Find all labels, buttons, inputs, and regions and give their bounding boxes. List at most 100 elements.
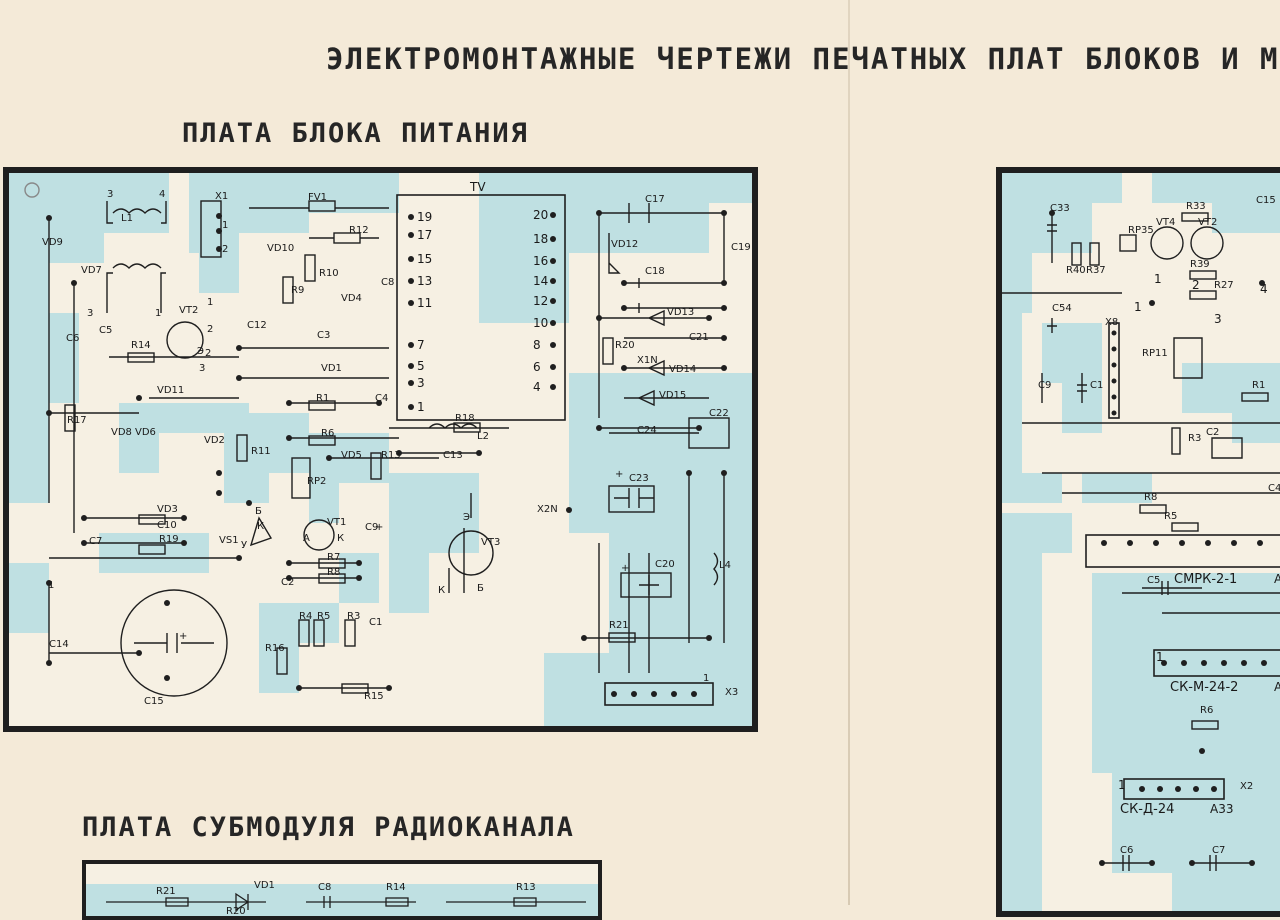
psu-marker-2: 1 — [222, 220, 228, 231]
psu-designator-25: R11 — [251, 446, 271, 457]
psu-designator-52: C17 — [645, 194, 665, 205]
psu-designator-40: R7 — [327, 552, 340, 563]
sk-d-connector — [1123, 778, 1225, 800]
psu-designator-55: C18 — [645, 266, 665, 277]
psu-marker-5: 2 — [207, 324, 213, 335]
module-designator-0: C33 — [1050, 203, 1070, 214]
psu-designator-5: VD10 — [267, 243, 294, 254]
module-designator-12: RP11 — [1142, 348, 1168, 359]
psu-designator-7: R10 — [319, 268, 339, 279]
psu-board-heading: ПЛАТА БЛОКА ПИТАНИЯ — [182, 118, 529, 149]
radio-designator-0: R21 — [156, 886, 176, 897]
x8-connector — [1108, 322, 1120, 419]
svg-text:3: 3 — [417, 376, 425, 390]
tv-transformer-outline — [396, 194, 566, 421]
psu-marker-12: К — [257, 521, 264, 532]
psu-designator-26: R6 — [321, 428, 334, 439]
module-pads — [1049, 210, 1267, 866]
module-marker-1: 2 — [1192, 278, 1200, 292]
sk-m-connector — [1153, 649, 1280, 677]
module-designator-20: R5 — [1164, 511, 1177, 522]
module-copper-areas — [1002, 173, 1280, 911]
psu-designator-68: R21 — [609, 620, 629, 631]
psu-designator-29: VD5 — [341, 450, 362, 461]
psu-designator-66: C20 — [655, 559, 675, 570]
module-connector-0: СМРК-2-1 — [1174, 572, 1237, 587]
psu-designator-17: VD1 — [321, 363, 342, 374]
module-designator-3: VT4 — [1156, 217, 1175, 228]
module-designator-1: R33 — [1186, 201, 1206, 212]
module-designator-4: VT2 — [1198, 217, 1217, 228]
module-marker-2: 3 — [1214, 312, 1222, 326]
psu-designator-15: C3 — [317, 330, 330, 341]
psu-designator-21: R17 — [67, 415, 87, 426]
psu-marker-22: + — [375, 522, 383, 533]
psu-marker-3: 2 — [222, 244, 228, 255]
module-designator-22: R6 — [1200, 705, 1213, 716]
radio-designator-3: C8 — [318, 882, 331, 893]
psu-designator-61: VD15 — [659, 390, 686, 401]
module-connector-labels: СМРК-2-1СК-М-24-2СК-Д-24 — [1120, 572, 1238, 817]
psu-marker-20: 1 — [703, 673, 709, 684]
psu-designator-24: VD2 — [204, 435, 225, 446]
psu-designator-31: C13 — [443, 450, 463, 461]
psu-designator-63: C24 — [637, 425, 657, 436]
psu-designator-48: C14 — [49, 639, 69, 650]
module-designator-7: R37 — [1086, 265, 1106, 276]
psu-designator-43: VT3 — [481, 537, 500, 548]
module-marker-7: 1 — [1156, 650, 1164, 664]
module-designator-17: C2 — [1206, 427, 1219, 438]
svg-text:1: 1 — [417, 400, 425, 414]
psu-designator-30: R13 — [381, 450, 401, 461]
psu-designator-69: X3 — [725, 687, 738, 698]
module-connector-1: СК-М-24-2 — [1170, 680, 1238, 695]
psu-designator-49: R16 — [265, 643, 285, 654]
svg-text:20: 20 — [533, 208, 548, 222]
psu-designator-64: C23 — [629, 473, 649, 484]
module-designator-16: R3 — [1188, 433, 1201, 444]
module-designator-10: C54 — [1052, 303, 1072, 314]
vt3-body — [448, 530, 494, 576]
psu-designator-45: R5 — [317, 611, 330, 622]
svg-text:19: 19 — [417, 210, 432, 224]
module-designator-6: R40 — [1066, 265, 1086, 276]
smrk-connector — [1085, 534, 1280, 568]
psu-board-drawing: TV 19 17 15 13 11 7 5 3 1 20 18 16 14 12… — [9, 173, 752, 726]
module-marker-4: 1 — [1134, 300, 1142, 314]
radio-designator-2: R20 — [226, 906, 246, 916]
module-marker-5: А — [1274, 572, 1280, 586]
svg-text:4: 4 — [533, 380, 541, 394]
module-designator-21: C5 — [1147, 575, 1160, 586]
psu-designator-67: L4 — [719, 560, 731, 571]
psu-designator-37: C7 — [89, 536, 102, 547]
psu-designator-62: C22 — [709, 408, 729, 419]
module-designator-14: C1 — [1090, 380, 1103, 391]
psu-designator-39: VS1 — [219, 535, 239, 546]
psu-designator-32: RP2 — [307, 476, 326, 487]
psu-marker-7: 1 — [155, 308, 161, 319]
psu-marker-13: У — [241, 540, 247, 551]
psu-designator-12: C5 — [99, 325, 112, 336]
psu-marker-10: Э — [197, 346, 204, 357]
psu-designator-11: VT2 — [179, 305, 198, 316]
svg-text:12: 12 — [533, 294, 548, 308]
module-designator-18: C4 — [1268, 483, 1280, 494]
vt1-body — [303, 519, 335, 551]
psu-designator-60: VD14 — [669, 364, 696, 375]
svg-text:13: 13 — [417, 274, 432, 288]
psu-designator-44: R4 — [299, 611, 312, 622]
module-designator-5: RP35 — [1128, 225, 1154, 236]
psu-marker-9: 3 — [199, 363, 205, 374]
component-labels: TV 19 17 15 13 11 7 5 3 1 20 18 16 14 12… — [417, 180, 548, 414]
psu-marker-14: А — [303, 533, 310, 544]
module-marker-0: 1 — [1154, 272, 1162, 286]
module-marker-8: 1 — [1118, 778, 1126, 792]
c15-circle — [120, 589, 228, 697]
svg-text:14: 14 — [533, 274, 548, 288]
psu-designator-54: VD12 — [611, 239, 638, 250]
module-marker-3: 4 — [1260, 282, 1268, 296]
pads — [46, 210, 727, 697]
psu-designator-6: R12 — [349, 225, 369, 236]
